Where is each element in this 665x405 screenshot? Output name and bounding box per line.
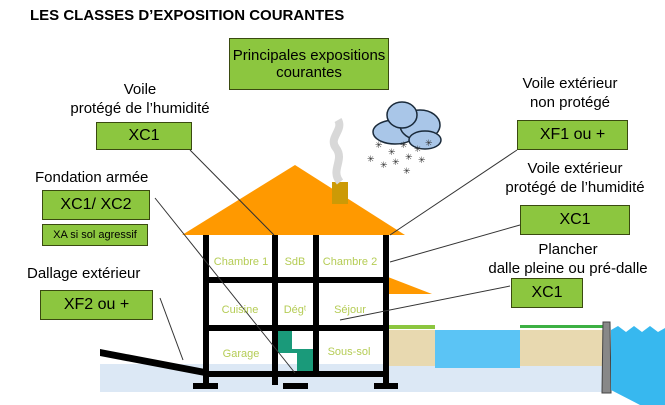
smoke	[329, 117, 344, 185]
dallage-class-box: XF2 ou +	[40, 290, 153, 320]
frame	[193, 235, 398, 389]
room-chambre-2: Chambre 2	[323, 256, 377, 268]
svg-text:✳: ✳	[418, 155, 426, 165]
retaining-wall	[601, 321, 612, 394]
room-sdb: SdB	[285, 256, 306, 268]
room-cuisine: Cuisine	[222, 304, 259, 316]
stairs	[278, 331, 313, 372]
room-garage: Garage	[223, 348, 260, 360]
room-degagement: Dégᵗ	[284, 304, 307, 316]
svg-text:✳: ✳	[380, 160, 388, 170]
svg-text:✳: ✳	[425, 138, 433, 148]
room-sous-sol: Sous-sol	[328, 346, 371, 358]
ext-class-box: XF1 ou +	[517, 120, 628, 150]
svg-text:✳: ✳	[403, 166, 411, 176]
fondation-label: Fondation armée	[35, 169, 149, 186]
svg-text:✳: ✳	[414, 144, 422, 154]
room-chambre-1: Chambre 1	[214, 256, 268, 268]
pool	[435, 330, 520, 368]
chimney	[332, 182, 348, 204]
terrace-slab	[388, 325, 435, 329]
plancher-label: Plancher dalle pleine ou pré-dalle	[468, 240, 665, 278]
sand-fill	[388, 330, 435, 366]
snow-cloud-icon	[372, 101, 442, 150]
page-title: LES CLASSES D’EXPOSITION COURANTES	[30, 7, 345, 24]
voile-class-box: XC1	[96, 122, 192, 150]
voile-label: Voile protégé de l’humidité	[40, 80, 240, 118]
ext-label: Voile extérieur non protégé	[490, 74, 650, 112]
exterior-slab	[100, 349, 205, 376]
room-sejour: Séjour	[334, 304, 366, 316]
svg-text:✳: ✳	[405, 152, 413, 162]
prot-label-line1: Voile extérieur	[527, 160, 623, 177]
prot-label: Voile extérieur protégé de l’humidité	[490, 159, 660, 197]
svg-text:✳: ✳	[400, 140, 408, 150]
prot-class-box: XC1	[520, 205, 630, 235]
plancher-class-box: XC1	[511, 278, 583, 308]
svg-text:✳: ✳	[388, 147, 396, 157]
awning	[388, 277, 432, 294]
water	[611, 326, 665, 405]
sand-fill	[520, 330, 603, 366]
svg-text:✳: ✳	[375, 140, 383, 150]
plancher-label-line2: dalle pleine ou pré-dalle	[488, 260, 648, 277]
legend-box: Principales expositions courantes	[229, 38, 389, 90]
dallage-label: Dallage extérieur	[27, 265, 141, 282]
svg-text:✳: ✳	[367, 154, 375, 164]
svg-text:✳: ✳	[392, 157, 400, 167]
prot-label-line2: protégé de l’humidité	[505, 179, 645, 196]
ext-label-line2: non protégé	[529, 94, 611, 111]
lawn	[520, 325, 603, 328]
voile-label-line1: Voile	[123, 81, 157, 98]
fondation-class-box: XC1/ XC2	[42, 190, 150, 220]
leader-lines	[154, 149, 521, 374]
voile-label-line2: protégé de l’humidité	[70, 100, 210, 117]
roof	[182, 165, 405, 235]
snowflakes-icon: ✳✳✳✳✳✳✳✳✳✳✳	[367, 138, 433, 176]
plancher-label-line1: Plancher	[538, 241, 598, 258]
fondation-note-box: XA si sol agressif	[42, 224, 148, 246]
ext-label-line1: Voile extérieur	[522, 75, 618, 92]
